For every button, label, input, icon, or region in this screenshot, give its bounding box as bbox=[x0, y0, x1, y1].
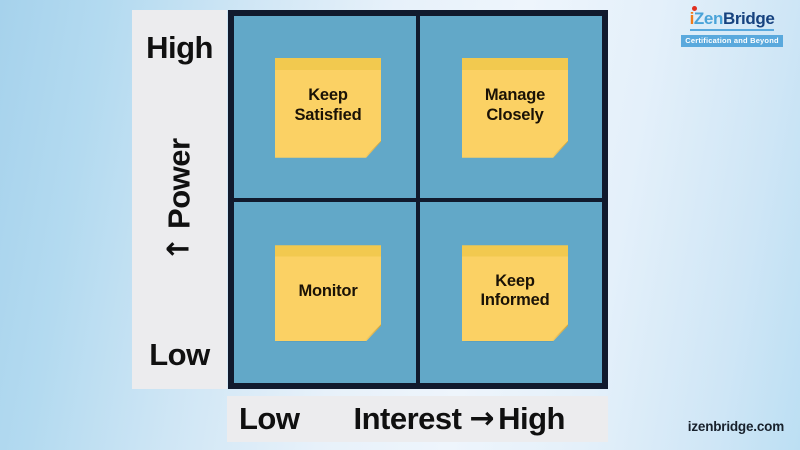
sticky-note-curl-icon bbox=[551, 140, 568, 158]
interest-axis-name: Interest bbox=[353, 401, 462, 436]
sticky-note-monitor-text: Monitor bbox=[298, 282, 357, 301]
power-axis-name: Power bbox=[161, 138, 197, 229]
power-axis-title: ↑ Power bbox=[162, 138, 198, 261]
sticky-note-manage-closely-line1: Manage bbox=[484, 86, 546, 105]
quadrant-manage-closely[interactable]: Manage Closely bbox=[418, 16, 602, 200]
sticky-note-manage-closely[interactable]: Manage Closely bbox=[462, 57, 568, 158]
sticky-note-keep-informed-text: Keep Informed bbox=[481, 272, 550, 311]
sticky-note-keep-satisfied-line2: Satisfied bbox=[294, 105, 362, 124]
logo-dot-icon bbox=[692, 6, 698, 11]
interest-axis-panel: Low Interest → High bbox=[227, 396, 608, 442]
sticky-note-keep-informed[interactable]: Keep Informed bbox=[462, 245, 568, 342]
power-interest-matrix: Keep Satisfied Manage Closely Monitor Ke… bbox=[228, 10, 608, 389]
quadrant-keep-satisfied[interactable]: Keep Satisfied bbox=[234, 16, 418, 200]
quadrant-keep-informed[interactable]: Keep Informed bbox=[418, 199, 602, 383]
sticky-note-monitor-line1: Monitor bbox=[298, 281, 358, 300]
logo-part-i: i bbox=[689, 9, 695, 28]
sticky-note-manage-closely-line2: Closely bbox=[486, 105, 544, 124]
power-axis-panel: High ↑ Power Low bbox=[132, 10, 227, 389]
logo-tagline: Certification and Beyond bbox=[681, 35, 783, 47]
power-axis-low-label: Low bbox=[149, 337, 210, 372]
site-watermark: izenbridge.com bbox=[687, 419, 784, 434]
interest-axis-high-label: High bbox=[498, 401, 565, 436]
sticky-note-keep-informed-line1: Keep bbox=[495, 271, 535, 290]
quadrant-monitor[interactable]: Monitor bbox=[234, 199, 418, 383]
power-axis-title-group: ↑ Power bbox=[132, 85, 227, 315]
izenbridge-logo[interactable]: iZenBridge Certification and Beyond bbox=[678, 6, 786, 47]
logo-part-zen: Zen bbox=[693, 9, 723, 28]
sticky-note-keep-informed-line2: Informed bbox=[480, 291, 550, 310]
sticky-note-keep-satisfied-line1: Keep bbox=[308, 86, 348, 105]
sticky-note-keep-satisfied[interactable]: Keep Satisfied bbox=[275, 57, 381, 158]
interest-axis-arrow-icon: → bbox=[469, 401, 495, 436]
sticky-note-curl-icon bbox=[364, 140, 381, 158]
interest-axis-row: Low Interest → High bbox=[227, 396, 608, 442]
power-axis-arrow-icon: ↑ bbox=[161, 236, 197, 262]
sticky-note-curl-icon bbox=[551, 324, 568, 342]
sticky-note-keep-satisfied-text: Keep Satisfied bbox=[295, 86, 362, 125]
interest-axis-low-label: Low bbox=[239, 401, 300, 436]
sticky-note-curl-icon bbox=[364, 324, 381, 342]
power-axis-high-label: High bbox=[146, 30, 213, 65]
sticky-note-monitor[interactable]: Monitor bbox=[275, 245, 381, 342]
logo-wordmark: iZenBridge bbox=[689, 6, 775, 31]
logo-part-bridge: Bridge bbox=[722, 9, 775, 28]
sticky-note-manage-closely-text: Manage Closely bbox=[485, 86, 545, 125]
